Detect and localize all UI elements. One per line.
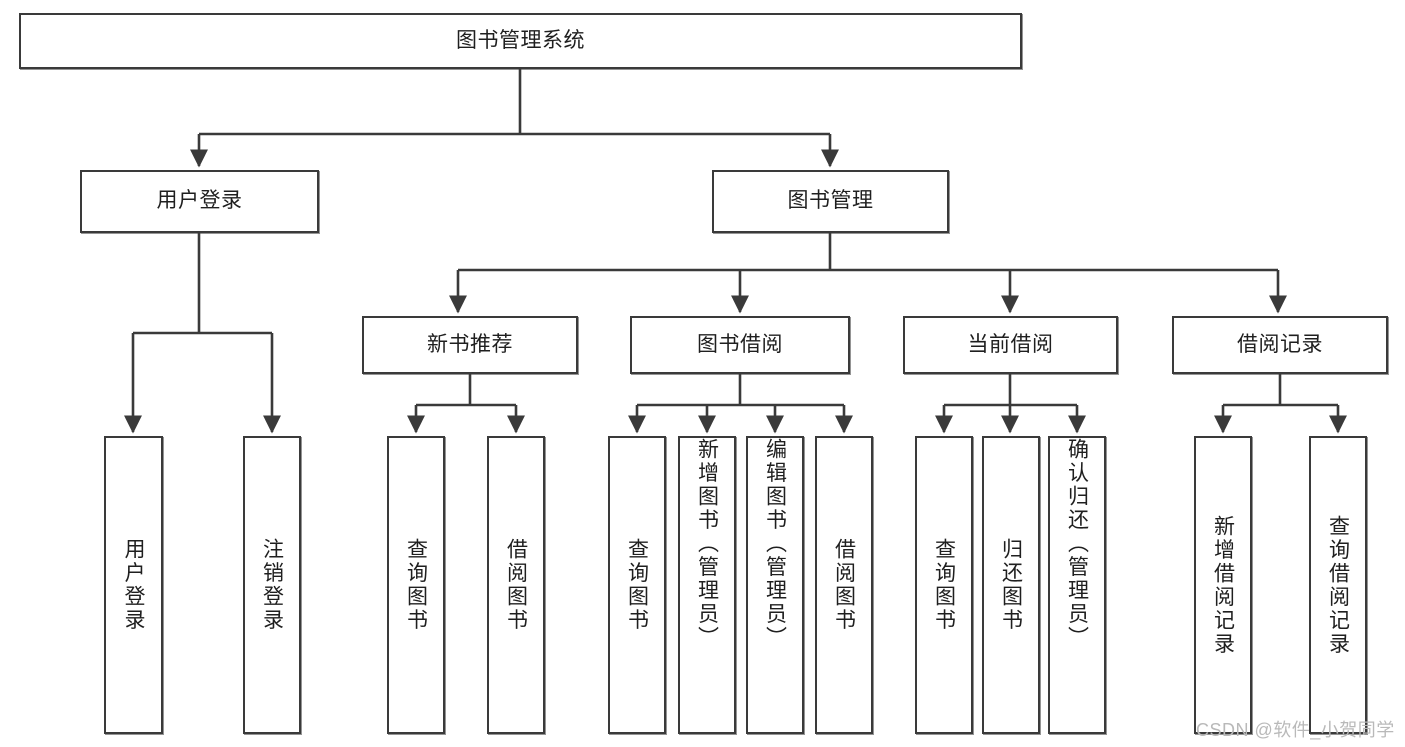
leaf-new-book-borrow[interactable]: 借阅图书 <box>487 436 545 734</box>
node-new-book-recommend-label: 新书推荐 <box>427 332 513 356</box>
node-user-login[interactable]: 用户登录 <box>80 170 319 233</box>
leaf-book-borrow-query-label: 查询图书 <box>625 538 649 632</box>
node-book-management[interactable]: 图书管理 <box>712 170 949 233</box>
leaf-current-borrow-confirm[interactable]: 确认归还（管理员） <box>1048 436 1106 734</box>
leaf-borrow-record-query-label: 查询借阅记录 <box>1326 514 1350 656</box>
leaf-book-borrow-add-label: 新增图书（管理员） <box>695 438 719 650</box>
leaf-new-book-query[interactable]: 查询图书 <box>387 436 445 734</box>
leaf-user-login-signout[interactable]: 注销登录 <box>243 436 301 734</box>
node-book-borrow[interactable]: 图书借阅 <box>630 316 850 374</box>
leaf-borrow-record-add-label: 新增借阅记录 <box>1211 514 1235 656</box>
node-user-login-label: 用户登录 <box>156 189 243 213</box>
leaf-book-borrow-borrow[interactable]: 借阅图书 <box>815 436 873 734</box>
node-borrow-record-label: 借阅记录 <box>1237 332 1323 356</box>
leaf-borrow-record-add[interactable]: 新增借阅记录 <box>1194 436 1252 734</box>
leaf-user-login-signin-label: 用户登录 <box>122 538 145 632</box>
leaf-book-borrow-edit-label: 编辑图书（管理员） <box>763 438 787 650</box>
node-root-system[interactable]: 图书管理系统 <box>19 13 1022 69</box>
leaf-user-login-signin[interactable]: 用户登录 <box>104 436 163 734</box>
node-borrow-record[interactable]: 借阅记录 <box>1172 316 1388 374</box>
leaf-current-borrow-query[interactable]: 查询图书 <box>915 436 973 734</box>
node-book-management-label: 图书管理 <box>787 189 874 213</box>
node-book-borrow-label: 图书借阅 <box>697 332 783 356</box>
leaf-new-book-borrow-label: 借阅图书 <box>504 538 528 632</box>
leaf-current-borrow-confirm-label: 确认归还（管理员） <box>1065 438 1089 650</box>
leaf-borrow-record-query[interactable]: 查询借阅记录 <box>1309 436 1367 734</box>
leaf-current-borrow-return[interactable]: 归还图书 <box>982 436 1040 734</box>
leaf-current-borrow-query-label: 查询图书 <box>932 538 956 632</box>
leaf-current-borrow-return-label: 归还图书 <box>999 538 1023 632</box>
leaf-new-book-query-label: 查询图书 <box>404 538 428 632</box>
leaf-user-login-signout-label: 注销登录 <box>260 538 284 632</box>
leaf-book-borrow-query[interactable]: 查询图书 <box>608 436 666 734</box>
leaf-book-borrow-borrow-label: 借阅图书 <box>832 538 856 632</box>
csdn-watermark: CSDN @软件_小贺同学 <box>1196 720 1395 740</box>
node-current-borrow-label: 当前借阅 <box>967 332 1054 356</box>
node-root-system-label: 图书管理系统 <box>456 28 585 52</box>
node-current-borrow[interactable]: 当前借阅 <box>903 316 1118 374</box>
leaf-book-borrow-add[interactable]: 新增图书（管理员） <box>678 436 736 734</box>
node-new-book-recommend[interactable]: 新书推荐 <box>362 316 578 374</box>
leaf-book-borrow-edit[interactable]: 编辑图书（管理员） <box>746 436 804 734</box>
